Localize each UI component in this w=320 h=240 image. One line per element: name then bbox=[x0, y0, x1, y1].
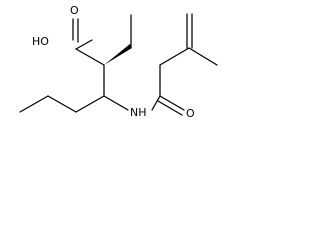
molecule-structure: O HO NH O bbox=[19, 4, 218, 120]
bond-c-ene-methyl bbox=[188, 47, 218, 66]
atom-label-amide-nitrogen: NH bbox=[130, 106, 147, 119]
bond-amide-c-o-b bbox=[157, 100, 183, 116]
bond-ch2-c-ene bbox=[159, 47, 190, 66]
bond-wedge-ethyl bbox=[104, 44, 132, 65]
bond-c3-c4 bbox=[75, 95, 105, 113]
structure-canvas: O HO NH O bbox=[0, 0, 248, 147]
bond-c4-c5 bbox=[47, 95, 77, 113]
atom-label-oxygen-acid: O bbox=[70, 4, 79, 17]
atom-label-hydroxyl: HO bbox=[32, 35, 49, 48]
bond-cooh-c-oh bbox=[75, 39, 93, 50]
bond-c3-n bbox=[103, 95, 129, 111]
bond-c5-c6 bbox=[19, 95, 49, 113]
bond-cooh-c-c2 bbox=[75, 48, 105, 66]
bond-n-carbonyl bbox=[151, 95, 161, 111]
bond-amide-c-o-a bbox=[159, 95, 185, 111]
atom-label-oxygen-amide: O bbox=[186, 107, 195, 120]
